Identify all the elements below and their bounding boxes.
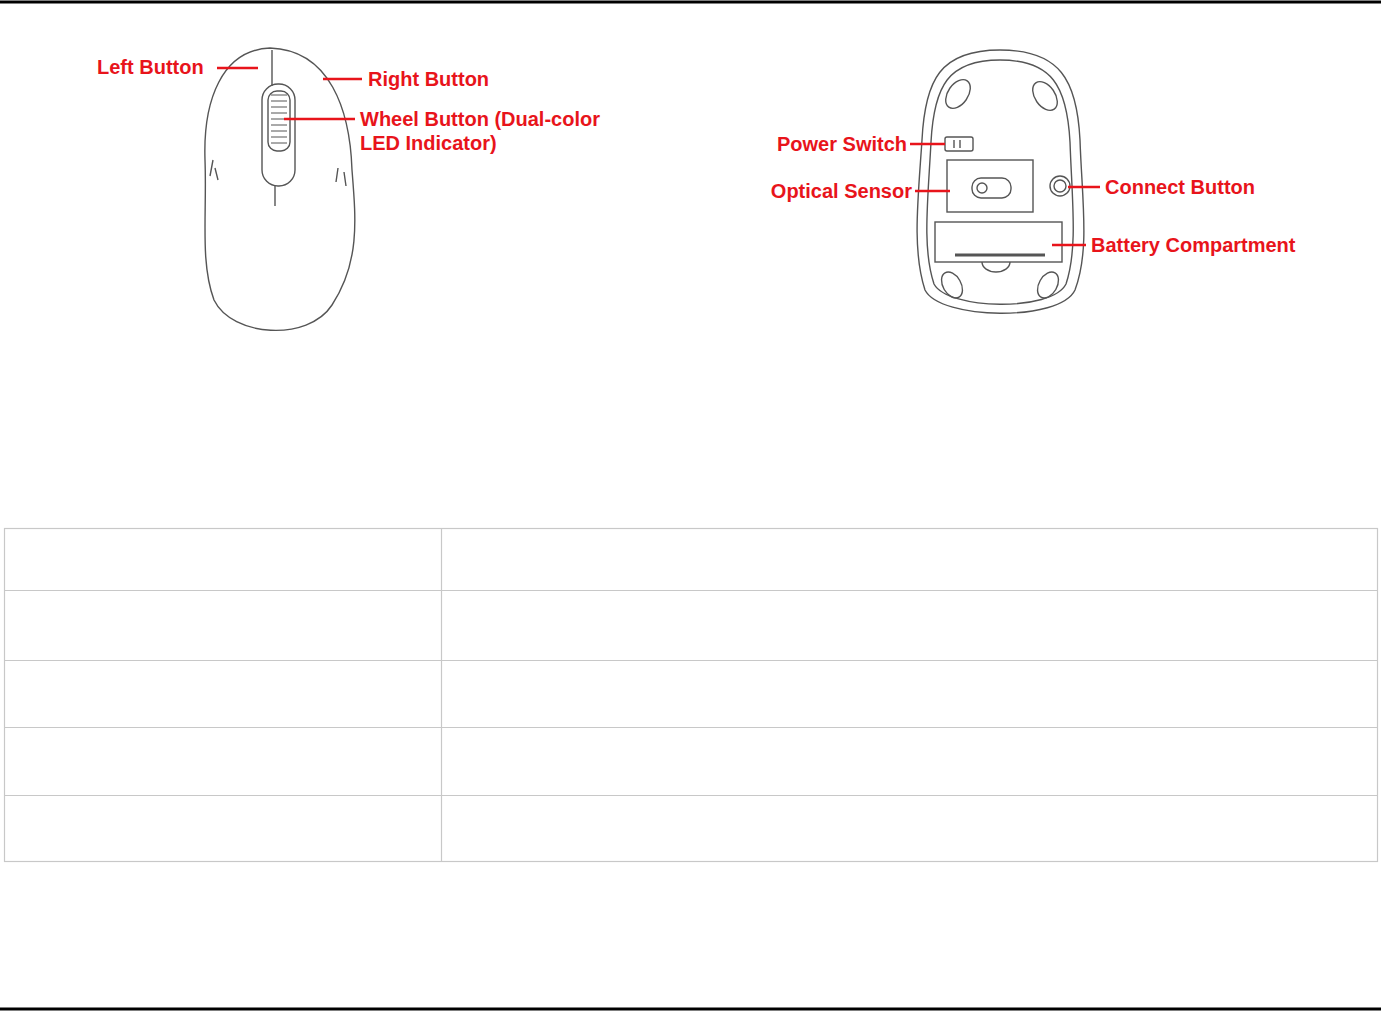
optical-sensor [977, 183, 987, 193]
mouse-bottom-view [917, 50, 1084, 313]
leader-lines [915, 190, 950, 193]
wheel-ridge [271, 143, 287, 144]
part-label: Power Switch [777, 132, 907, 156]
mouse-bottom-view [927, 60, 1073, 304]
mouse-bottom-view [1028, 77, 1063, 115]
leader-lines [1068, 186, 1100, 189]
connect-button [1050, 176, 1070, 196]
wheel-ridge [271, 95, 287, 96]
wheel-ridge [271, 125, 287, 126]
leader-lines [284, 118, 355, 121]
optical-sensor [972, 178, 1011, 198]
part-label: Battery Compartment [1091, 233, 1295, 257]
empty-table [4, 795, 1378, 796]
mouse-top-view [265, 40, 266, 60]
mouse-top-view [271, 50, 272, 86]
mouse-top-view [205, 48, 355, 330]
mouse-bottom-view [941, 75, 976, 113]
mouse-bottom-view [1033, 268, 1063, 301]
leader-lines [910, 143, 945, 146]
connect-button [1054, 180, 1066, 192]
part-label: Wheel Button (Dual-color LED Indicator) [360, 107, 645, 155]
part-label: Connect Button [1105, 175, 1255, 199]
empty-table [4, 528, 1378, 862]
part-label: Right Button [368, 67, 489, 91]
wheel-ridge [271, 107, 287, 108]
wheel-ridge [271, 113, 287, 114]
leader-lines [217, 67, 258, 70]
page-rule [0, 1, 1381, 4]
wheel-ridge [271, 131, 287, 132]
mouse-top-view [274, 186, 275, 206]
page-rule [0, 1008, 1381, 1011]
mouse-top-view [262, 84, 295, 186]
empty-table [441, 528, 442, 862]
wheel-ridge [271, 101, 287, 102]
battery-compartment [935, 222, 1062, 262]
battery-compartment [955, 254, 1045, 257]
mouse-top-view [210, 160, 346, 186]
mouse-top-view [205, 40, 355, 330]
empty-table [5, 529, 1378, 862]
power-switch [954, 140, 960, 148]
leader-lines [1052, 244, 1086, 247]
power-switch [945, 137, 973, 151]
wheel-ridge [271, 137, 287, 138]
leader-lines [323, 78, 362, 81]
mouse-top-view [268, 91, 290, 151]
empty-table [4, 590, 1378, 591]
mouse-bottom-view [937, 268, 967, 301]
battery-compartment [982, 262, 1010, 272]
part-label: Left Button [97, 55, 204, 79]
empty-table [4, 660, 1378, 661]
leader-lines [217, 68, 1100, 245]
part-label: Optical Sensor [771, 179, 912, 203]
mouse-bottom-view [917, 50, 1084, 313]
optical-sensor [947, 160, 1033, 212]
empty-table [4, 727, 1378, 728]
